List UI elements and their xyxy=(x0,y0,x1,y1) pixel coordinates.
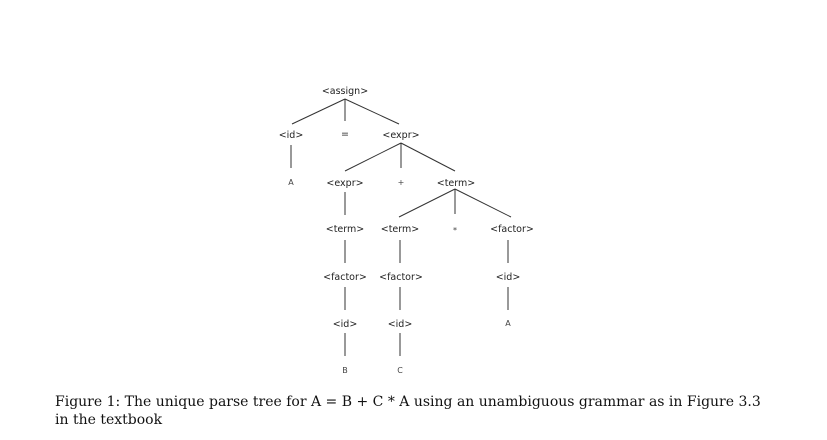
edge-expr-term xyxy=(400,142,456,172)
node-star: * xyxy=(453,226,457,235)
edge-expr-expr xyxy=(344,142,402,172)
leaf-c: C xyxy=(397,366,403,375)
figure-caption: Figure 1: The unique parse tree for A = … xyxy=(55,394,761,428)
edge-assign-expr xyxy=(344,98,400,125)
node-id-right: <id> xyxy=(496,272,521,283)
node-factor-right: <factor> xyxy=(490,224,534,235)
edge-term-term xyxy=(398,188,456,218)
node-expr-mid: <expr> xyxy=(326,178,363,189)
node-term-left: <term> xyxy=(326,224,364,235)
node-factor-left: <factor> xyxy=(323,272,367,283)
node-expr-top: <expr> xyxy=(382,130,419,141)
node-equals: = xyxy=(341,129,349,140)
leaf-b: B xyxy=(342,366,348,375)
node-id-a: <id> xyxy=(279,130,304,141)
node-term-mid: <term> xyxy=(381,224,419,235)
node-plus: + xyxy=(398,178,405,187)
edge-term-factor xyxy=(454,188,512,218)
node-id-mid: <id> xyxy=(388,319,413,330)
tree-nodes: <assign> <id> = <expr> A <expr> + <term>… xyxy=(279,86,534,375)
edge-assign-id xyxy=(291,98,346,125)
node-id-left: <id> xyxy=(333,319,358,330)
leaf-a-left: A xyxy=(288,178,294,187)
leaf-a-right: A xyxy=(505,319,511,328)
tree-edges xyxy=(290,98,512,356)
node-factor-mid: <factor> xyxy=(379,272,423,283)
node-term-right: <term> xyxy=(437,178,475,189)
node-assign: <assign> xyxy=(322,86,368,97)
